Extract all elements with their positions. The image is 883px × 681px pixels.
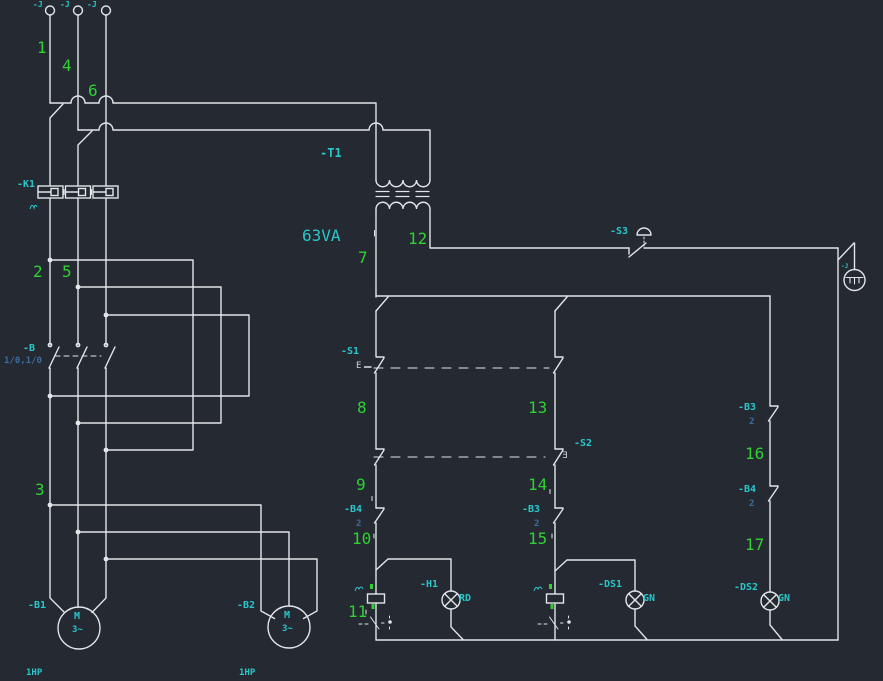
wire-number-17: 17 — [745, 535, 765, 554]
s2-contact-right[interactable] — [552, 448, 564, 466]
wire-number-6: 6 — [88, 81, 98, 100]
motor2-power: 1HP — [239, 668, 256, 678]
device-label-ds2: -DS2 — [734, 582, 759, 593]
phase-wires — [48, 14, 116, 614]
transformer-t1-symbol[interactable] — [375, 179, 431, 210]
k1-contactor-symbol[interactable] — [37, 185, 119, 199]
wire-number-2: 2 — [33, 262, 43, 281]
junction-dots — [47, 257, 571, 624]
device-label-s3: -S3 — [610, 226, 629, 237]
control-branch2-wires — [554, 310, 636, 641]
device-label-s2: -S2 — [574, 438, 593, 449]
control-branch3-wires — [769, 295, 783, 641]
b4-branch1-ref: 2 — [356, 519, 362, 529]
terminal-label-3: -J — [87, 0, 97, 9]
wire-number-13: 13 — [528, 398, 548, 417]
wire-stub-marks — [365, 230, 553, 615]
b4-branch3-ref: 2 — [749, 499, 755, 509]
s1-contact-left[interactable] — [363, 356, 385, 374]
wire-number-10: 10 — [352, 529, 372, 548]
device-label-k1: -K1 — [17, 179, 36, 190]
wire-number-16: 16 — [745, 444, 765, 463]
device-label-b: -B — [23, 343, 36, 354]
pe-terminal-label: -J — [841, 263, 849, 270]
b3-contact-branch3[interactable] — [767, 405, 779, 422]
wire-number-12: 12 — [408, 229, 428, 248]
device-label-b4-branch3: -B4 — [738, 484, 757, 495]
h1-color-code: RD — [459, 593, 472, 604]
device-label-b1: -B1 — [28, 600, 47, 611]
wire-number-14: 14 — [528, 475, 548, 494]
s1-actuator-glyph: E — [356, 361, 362, 371]
lamp-ds2-symbol[interactable] — [760, 591, 780, 611]
supply-horizontal-wires — [49, 95, 431, 181]
wire-number-7: 7 — [358, 248, 368, 267]
device-label-b2: -B2 — [237, 600, 256, 611]
pushbutton-link-lines — [373, 367, 550, 458]
s1-contact-right[interactable] — [552, 356, 564, 374]
terminal-label-2: -J — [60, 0, 70, 9]
wire-number-8: 8 — [357, 398, 367, 417]
breaker-setting: 1/0,1/0 — [4, 356, 42, 366]
ds1-color-code: GN — [643, 593, 656, 604]
b4-contact-branch3[interactable] — [767, 485, 779, 502]
device-label-b3-branch3: -B3 — [738, 402, 757, 413]
motor1-phase-text: 3~ — [72, 625, 83, 635]
wire-number-3: 3 — [35, 480, 45, 499]
control-top-wire — [375, 295, 771, 312]
device-label-b4-branch1: -B4 — [344, 504, 363, 515]
wire-number-5: 5 — [62, 262, 72, 281]
motor2-phase-text: 3~ — [282, 624, 293, 634]
k1-mirror-mark — [29, 204, 38, 210]
wire-number-1: 1 — [37, 38, 47, 57]
coil-terminal-marks — [29, 204, 554, 609]
device-label-t1: -T1 — [320, 146, 342, 160]
device-label-h1: -H1 — [420, 579, 439, 590]
s2-actuator-glyph: Ǝ — [562, 451, 568, 461]
wire-number-11: 11 — [348, 602, 368, 621]
terminal-label-1: -J — [33, 0, 43, 9]
lamp-ds1-symbol[interactable] — [625, 590, 648, 641]
device-label-ds1: -DS1 — [598, 579, 623, 590]
device-label-b3-branch2: -B3 — [522, 504, 541, 515]
coil-aux-contact-marks — [358, 615, 569, 630]
b4-contact-branch1[interactable] — [373, 507, 385, 524]
motor1-symbol-text: M — [74, 611, 81, 622]
motor1-power: 1HP — [26, 668, 43, 678]
secondary-wires — [375, 208, 630, 298]
control-branch1-wires — [375, 310, 452, 641]
ds2-color-code: GN — [778, 593, 791, 604]
transformer-rating: 63VA — [302, 226, 341, 245]
breaker-b-symbol[interactable] — [47, 342, 109, 357]
supply-terminal-icons[interactable] — [44, 5, 112, 16]
phase-loop-wires — [49, 259, 250, 451]
b3-branch3-ref: 2 — [749, 417, 755, 427]
motor2-symbol-text: M — [284, 610, 291, 621]
wire-number-4: 4 — [62, 56, 72, 75]
coil-k1-symbol[interactable] — [366, 593, 386, 604]
b3-contact-branch2[interactable] — [552, 507, 564, 524]
wire-number-15: 15 — [528, 529, 548, 548]
coil-k2-symbol[interactable] — [545, 593, 565, 604]
lamp-h1-symbol[interactable] — [441, 590, 464, 641]
s3-switch-symbol[interactable] — [628, 227, 839, 258]
b3-branch2-ref: 2 — [534, 519, 540, 529]
motor1-symbol[interactable] — [57, 606, 101, 650]
wire-number-9: 9 — [356, 475, 366, 494]
device-label-s1: -S1 — [341, 346, 360, 357]
pe-terminal-symbol[interactable] — [837, 242, 866, 292]
motor2-feed-wires — [49, 504, 318, 620]
motor2-symbol[interactable] — [267, 605, 311, 649]
